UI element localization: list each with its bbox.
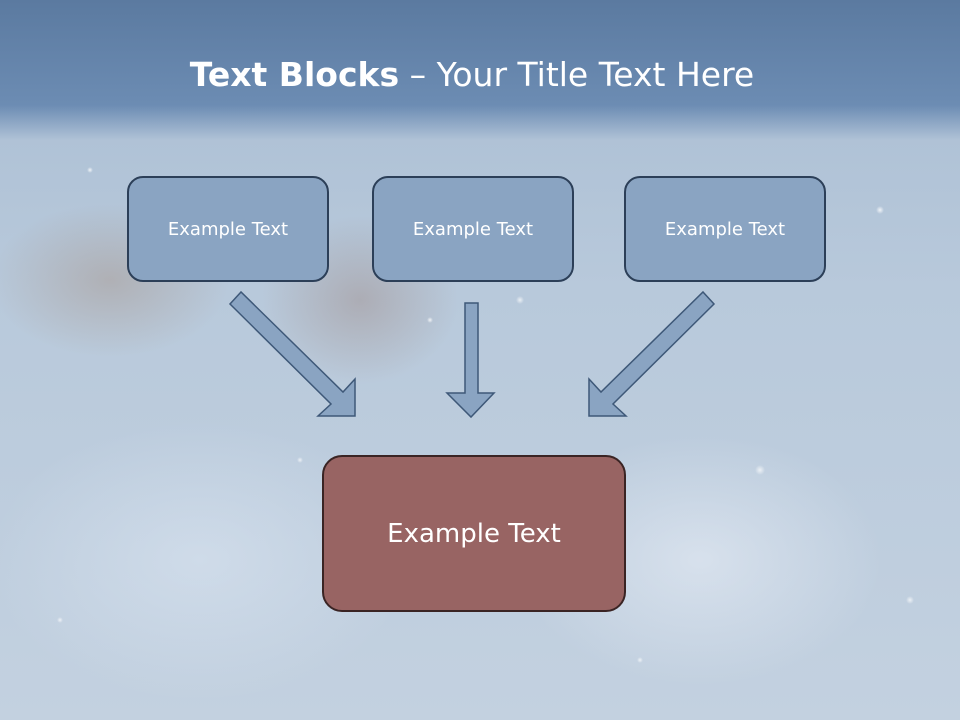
arrow-down-right-icon[interactable]: [228, 290, 356, 417]
text-block-result-label: Example Text: [387, 518, 561, 549]
text-block-center[interactable]: Example Text: [372, 176, 574, 282]
text-block-left[interactable]: Example Text: [127, 176, 329, 282]
arrow-down-left-icon[interactable]: [588, 290, 716, 417]
slide-title[interactable]: Text Blocks – Your Title Text Here: [0, 55, 944, 94]
text-block-center-label: Example Text: [412, 218, 534, 240]
text-block-right-label: Example Text: [664, 218, 786, 240]
text-block-right[interactable]: Example Text: [624, 176, 826, 282]
text-block-result[interactable]: Example Text: [322, 455, 626, 612]
text-block-left-label: Example Text: [167, 218, 289, 240]
title-rest-part: Your Title Text Here: [436, 55, 755, 94]
title-bold-part: Text Blocks: [189, 55, 400, 94]
title-dash: –: [399, 55, 437, 94]
arrow-down-icon[interactable]: [445, 302, 496, 419]
title-band: [0, 0, 960, 140]
